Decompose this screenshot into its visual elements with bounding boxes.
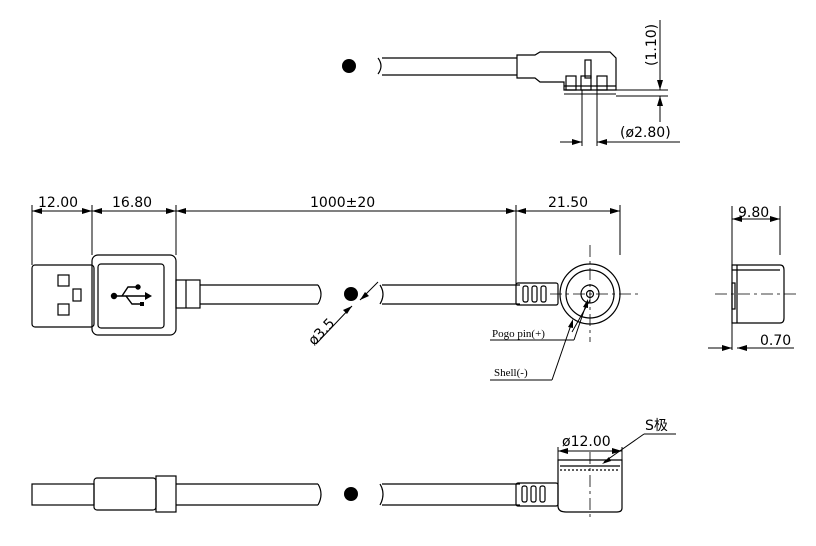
break-dot-front <box>344 287 358 301</box>
usb-plug-metal <box>31 264 95 328</box>
dim-pin-dia-label: (ø2.80) <box>620 125 671 141</box>
strain-relief <box>175 279 201 309</box>
dim-cable-len-label: 1000±20 <box>310 195 375 211</box>
usb-overmold-inner <box>97 263 165 329</box>
s-pole-label: S极 <box>645 418 668 434</box>
dim-height-label: (1.10) <box>644 24 660 66</box>
dim-step-label: 0.70 <box>760 333 791 349</box>
head-slot-2 <box>580 75 592 91</box>
break-dot-top <box>342 59 356 73</box>
dim-cable-dia-label: ø3.5 <box>305 315 338 348</box>
overmold-side <box>93 477 157 511</box>
shell-label: Shell(-) <box>494 367 528 379</box>
dim-usb-len-label: 12.00 <box>38 195 78 211</box>
usb-pin-slot-1 <box>57 274 70 287</box>
front-view <box>31 205 640 381</box>
usb-logo-icon <box>110 284 152 306</box>
dim-head-height-label: 9.80 <box>738 205 769 221</box>
dim-head-dia-label: ø12.00 <box>562 434 611 450</box>
break-mark-top <box>377 57 382 75</box>
head-slot-3 <box>596 75 608 91</box>
top-view <box>342 20 680 146</box>
bottom-view <box>31 433 676 518</box>
dim-head-len-label: 21.50 <box>548 195 588 211</box>
pogo-pin-label: Pogo pin(+) <box>492 328 545 340</box>
side-head-body <box>731 264 785 324</box>
side-view <box>708 206 800 351</box>
usb-plug-side <box>31 483 95 506</box>
strain-relief-side <box>155 475 177 513</box>
usb-pin-slot-3 <box>57 303 70 316</box>
break-dot-bottom <box>344 487 358 501</box>
pogo-pin-stub <box>584 59 592 79</box>
dim-overmold-len-label: 16.80 <box>112 195 152 211</box>
head-slot-1 <box>565 75 577 91</box>
usb-pin-slot-2 <box>72 288 82 302</box>
head-bottom-body <box>557 459 623 513</box>
